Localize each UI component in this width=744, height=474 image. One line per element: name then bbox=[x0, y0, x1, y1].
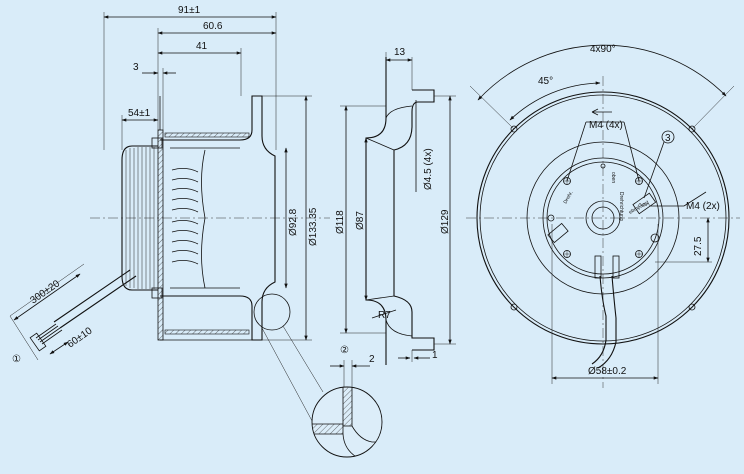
mount-hole bbox=[510, 125, 518, 133]
angle-4x90-arc bbox=[477, 44, 727, 101]
motor-housing bbox=[121, 145, 158, 291]
side-view: 91±1 60.6 41 3 54±1 Ø92.8 Ø133.35 300±20… bbox=[9, 5, 330, 433]
label-m4-2x: M4 (2x) bbox=[686, 201, 720, 212]
front-view: Drehr. Drehrichtung oben ebmpapst 4x90° … bbox=[466, 44, 740, 388]
dim-leads-60: 60±10 bbox=[65, 325, 94, 350]
dim-dia-58: Ø58±0.2 bbox=[588, 366, 627, 377]
detail-marker-circle bbox=[253, 293, 291, 331]
dim-motor-54: 54±1 bbox=[128, 108, 151, 119]
cable-exit bbox=[591, 255, 620, 369]
mount-hole bbox=[688, 303, 696, 311]
hub-text-direction: Drehrichtung bbox=[618, 192, 624, 221]
angle-45-arc bbox=[509, 81, 601, 121]
dim-flange-3: 3 bbox=[133, 62, 139, 73]
label-m4-4x: M4 (4x) bbox=[589, 120, 623, 131]
dim-dia-87: Ø87 bbox=[355, 211, 366, 230]
dim-cable-300: 300±20 bbox=[28, 278, 62, 306]
dim-gap-2: 2 bbox=[369, 354, 375, 365]
impeller-blades bbox=[171, 168, 199, 265]
dim-275: 27.5 bbox=[693, 236, 704, 256]
detail-view-circle bbox=[311, 386, 383, 458]
dim-depth-13: 13 bbox=[394, 47, 406, 58]
connector-right bbox=[632, 192, 657, 215]
dim-holes-45: Ø4.5 (4x) bbox=[423, 148, 434, 190]
callout-2: ② bbox=[340, 345, 349, 356]
dim-dia-13335: Ø133.35 bbox=[308, 207, 319, 246]
dim-dia-928: Ø92.8 bbox=[288, 208, 299, 236]
ring-profile bbox=[365, 57, 435, 365]
dim-angle-4x90: 4x90° bbox=[590, 44, 616, 55]
impeller-body bbox=[160, 95, 276, 341]
dim-length-41: 41 bbox=[196, 41, 208, 52]
dim-length-606: 60.6 bbox=[203, 21, 223, 32]
callout-1: ① bbox=[12, 354, 21, 365]
rotation-arrow bbox=[591, 108, 612, 116]
cable-length-dimension bbox=[13, 273, 81, 321]
dim-dia-118: Ø118 bbox=[335, 210, 346, 234]
dim-overall-length: 91±1 bbox=[178, 5, 201, 16]
hub-bore bbox=[585, 200, 621, 236]
dim-radius-r7: R7 bbox=[378, 310, 391, 321]
mount-hole bbox=[510, 303, 518, 311]
hub-text-rot: Drehr. bbox=[563, 190, 575, 205]
hub-outer bbox=[542, 157, 664, 279]
connector-left bbox=[547, 222, 569, 244]
callout-3: 3 bbox=[665, 133, 671, 144]
mounting-flange bbox=[157, 129, 164, 341]
cable-assembly bbox=[9, 263, 137, 361]
mount-hole bbox=[688, 125, 696, 133]
inlet-ring bbox=[526, 141, 680, 295]
m4-holes bbox=[563, 177, 643, 258]
hub-text-up: oben bbox=[610, 172, 616, 183]
section-view: 13 Ø118 Ø87 Ø4.5 (4x) Ø129 R7 1 2 ② bbox=[311, 47, 456, 458]
dim-gap-1: 1 bbox=[432, 350, 438, 361]
dim-dia-129: Ø129 bbox=[440, 209, 451, 234]
dim-angle-45: 45° bbox=[538, 76, 553, 87]
